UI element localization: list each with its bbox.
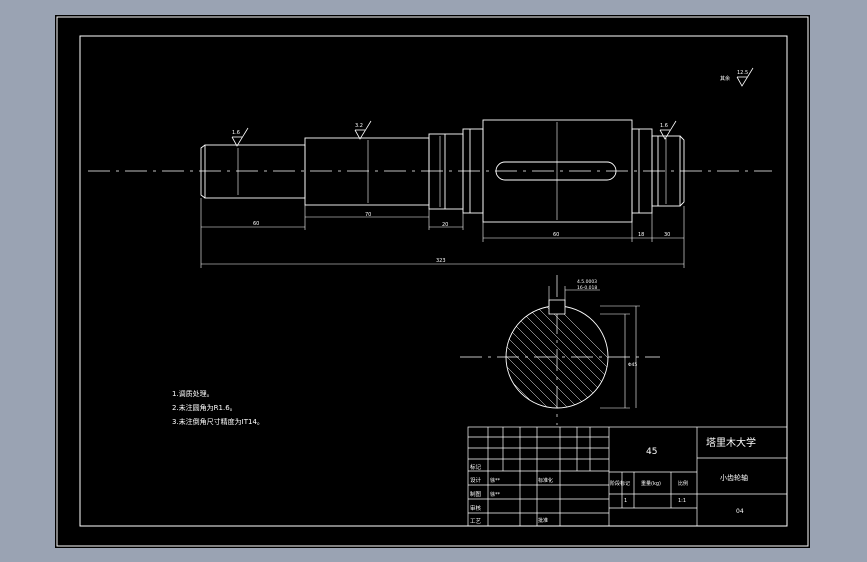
tb-design-name: 徐** [490, 477, 501, 484]
dim-total: 323 [436, 258, 446, 264]
shaft-seg7-chamfer [679, 135, 685, 207]
tb-col-stage: 阶段标记 [610, 480, 630, 487]
roughness-right-value: 1.6 [660, 123, 668, 129]
key-width-label: 4.5.0003 [577, 279, 597, 285]
drawing-sheet [55, 15, 810, 548]
section-keyway [548, 299, 566, 315]
key-depth-label: 16-0.018 [577, 285, 597, 291]
shaft-seg7 [651, 135, 681, 207]
roughness-left-value: 1.6 [232, 130, 240, 136]
tb-scale: 1:1 [678, 498, 686, 504]
tb-material: 45 [646, 447, 657, 457]
dim-seg1: 60 [253, 221, 259, 227]
tb-draw-name: 徐** [490, 491, 501, 498]
shaft-outline [200, 119, 685, 223]
outer-frame [56, 16, 809, 547]
length-dims [200, 198, 685, 268]
note-2: 2.未注圆角为R1.6。 [172, 403, 237, 412]
tb-school: 塔里木大学 [706, 436, 756, 449]
note-1: 1.调质处理。 [172, 389, 214, 398]
tb-part-name: 小齿轮轴 [720, 473, 748, 482]
surface-mark-label: 其余 [720, 75, 730, 82]
tb-row-mark: 标记 [470, 463, 482, 471]
diameter-dims [237, 122, 667, 220]
tb-count: 1 [624, 498, 627, 504]
tb-row-design: 设计 [470, 476, 482, 484]
tb-row-check: 审核 [470, 504, 482, 512]
tb-row-draw: 制图 [470, 490, 482, 498]
dim-seg3: 20 [442, 222, 448, 228]
tb-col-weight: 重量(kg) [641, 480, 661, 487]
note-3: 3.未注倒角尺寸精度为IT14。 [172, 417, 264, 426]
keyway-slot [495, 161, 617, 181]
tb-col-scale: 比例 [678, 480, 688, 487]
title-block [467, 426, 788, 527]
roughness-symbols [231, 67, 754, 147]
dim-seg6: 18 [638, 232, 644, 238]
tb-approve: 批准 [538, 517, 548, 524]
dim-seg2: 70 [365, 212, 371, 218]
tb-drawing-no: 04 [736, 508, 744, 515]
inner-frame [79, 35, 788, 527]
roughness-mid-value: 3.2 [355, 123, 363, 129]
tb-standard: 标准化 [538, 477, 553, 484]
tb-row-process: 工艺 [470, 518, 482, 525]
shaft-seg1-chamfer [200, 144, 206, 199]
surface-mark-value: 12.5 [737, 70, 748, 76]
section-dia-label: Φ45 [628, 362, 637, 368]
dim-seg7: 30 [664, 232, 670, 238]
dim-seg5: 60 [553, 232, 559, 238]
